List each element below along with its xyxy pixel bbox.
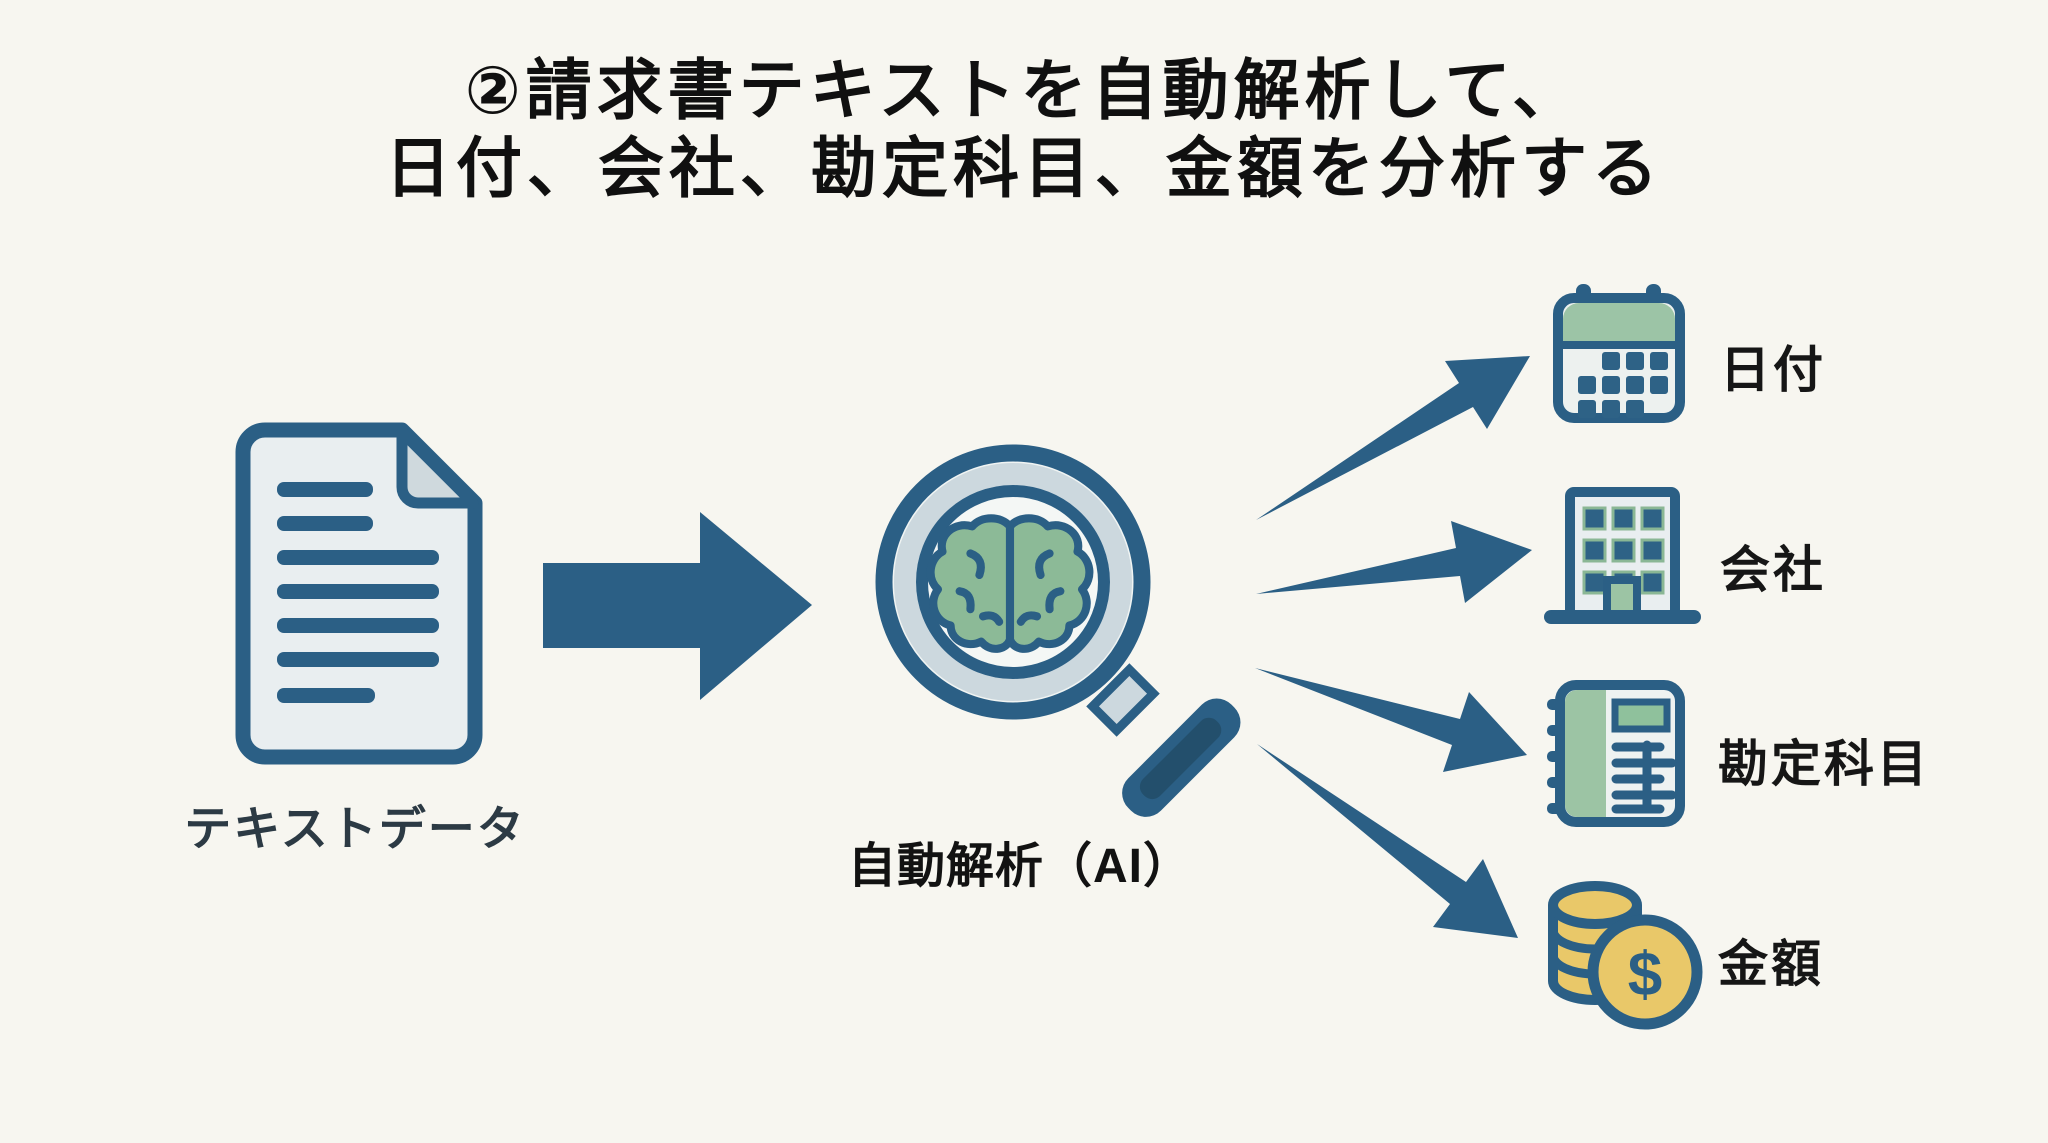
connector-arrow-date	[1256, 356, 1530, 520]
dollar-sign: $	[1628, 941, 1662, 1010]
page-title-line2: 日付、会社、勘定科目、金額を分析する	[385, 130, 1663, 205]
brain-icon	[926, 514, 1094, 653]
calendar-icon	[1553, 284, 1685, 423]
connector-arrow-account	[1255, 668, 1527, 772]
source-label: テキストデータ	[184, 802, 526, 855]
output-label-account: 勘定科目	[1718, 736, 1930, 792]
page-title: ②請求書テキストを自動解析して、日付、会社、勘定科目、金額を分析する	[0, 52, 2048, 208]
page-title-line1: ②請求書テキストを自動解析して、	[464, 53, 1584, 127]
document-icon	[235, 422, 483, 765]
document-text-lines	[277, 482, 439, 703]
output-label-amount: 金額	[1718, 936, 1824, 992]
flow-arrow	[543, 512, 812, 700]
magnifier-handle	[1122, 698, 1241, 817]
process-label: 自動解析（AI）	[847, 840, 1192, 893]
ledger-lines	[1611, 740, 1677, 814]
magnifier-brain-icon	[875, 444, 1241, 817]
calendar-grid	[1578, 352, 1668, 418]
coins-icon: $	[1548, 881, 1703, 1030]
ledger-icon	[1547, 680, 1685, 827]
output-label-date: 日付	[1720, 342, 1826, 398]
building-icon	[1544, 487, 1701, 624]
output-label-company: 会社	[1720, 542, 1826, 598]
connector-arrow-amount	[1257, 744, 1518, 938]
connector-arrow-company	[1256, 521, 1532, 603]
